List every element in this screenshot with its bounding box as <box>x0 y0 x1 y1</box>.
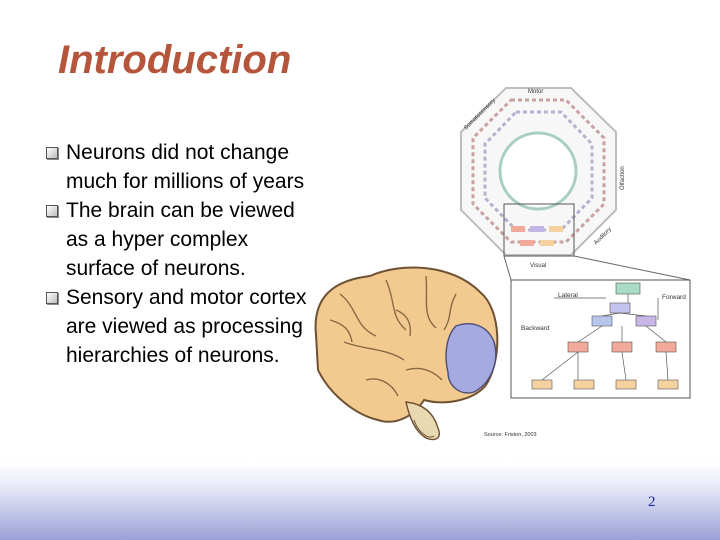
ring-node <box>511 226 525 232</box>
brain-stem <box>413 419 435 438</box>
page-number: 2 <box>648 494 656 510</box>
brain-cerebellum <box>405 401 440 441</box>
checkbox-bullet-icon <box>46 292 58 304</box>
connection-lines <box>541 294 669 381</box>
node <box>635 315 657 327</box>
ring-label-bottom: Visual <box>530 263 546 269</box>
node <box>609 302 631 314</box>
bullet-text: Sensory and motor cortex are viewed as p… <box>66 286 307 367</box>
figure-source: Source: Friston, 2003 <box>484 432 537 438</box>
slide-title: Introduction <box>58 38 292 82</box>
ring-node <box>520 240 534 246</box>
visual-cortex <box>445 323 497 394</box>
node <box>655 341 677 353</box>
bullet-list: Neurons did not change much for millions… <box>44 138 312 370</box>
ring-node <box>549 226 563 232</box>
checkbox-bullet-icon <box>46 147 58 159</box>
ring-label-right: Olfaction <box>620 166 626 190</box>
ring-label-top: Motor <box>528 89 543 95</box>
brain-hierarchy-figure: Motor Somatosensory Olfaction Auditory V… <box>306 80 696 450</box>
inner-green-ring <box>498 131 578 211</box>
checkbox-bullet-icon <box>46 205 58 217</box>
ring-node <box>530 226 544 232</box>
zoom-source-box <box>503 203 575 257</box>
node <box>611 341 633 353</box>
node <box>567 341 589 353</box>
bullet-item: Neurons did not change much for millions… <box>44 138 312 196</box>
forward-label: Forward <box>662 294 686 301</box>
bullet-item: The brain can be viewed as a hyper compl… <box>44 196 312 283</box>
backward-label: Backward <box>521 325 550 332</box>
node <box>615 379 637 390</box>
ring-node <box>540 240 554 246</box>
zoom-line <box>573 255 691 281</box>
bullet-item: Sensory and motor cortex are viewed as p… <box>44 283 312 370</box>
hierarchy-detail-box: Lateral Forward Backward <box>510 279 691 399</box>
figure-svg: Motor Somatosensory Olfaction Auditory V… <box>314 87 691 441</box>
detail-frame <box>510 279 691 399</box>
brain-illustration <box>314 266 499 441</box>
lateral-label: Lateral <box>558 292 578 299</box>
node <box>657 379 679 390</box>
cortical-ring-diagram: Motor Somatosensory Olfaction Auditory V… <box>460 87 626 269</box>
bullet-text: The brain can be viewed as a hyper compl… <box>66 199 295 280</box>
node <box>573 379 595 390</box>
footer-band <box>0 462 720 540</box>
bullet-text: Neurons did not change much for millions… <box>66 141 305 193</box>
brain-sulci <box>329 275 457 397</box>
node <box>531 379 553 390</box>
node-top <box>615 282 641 295</box>
node <box>591 315 613 327</box>
purple-ring <box>483 110 594 232</box>
zoom-line <box>503 255 512 281</box>
red-ring <box>471 98 606 244</box>
